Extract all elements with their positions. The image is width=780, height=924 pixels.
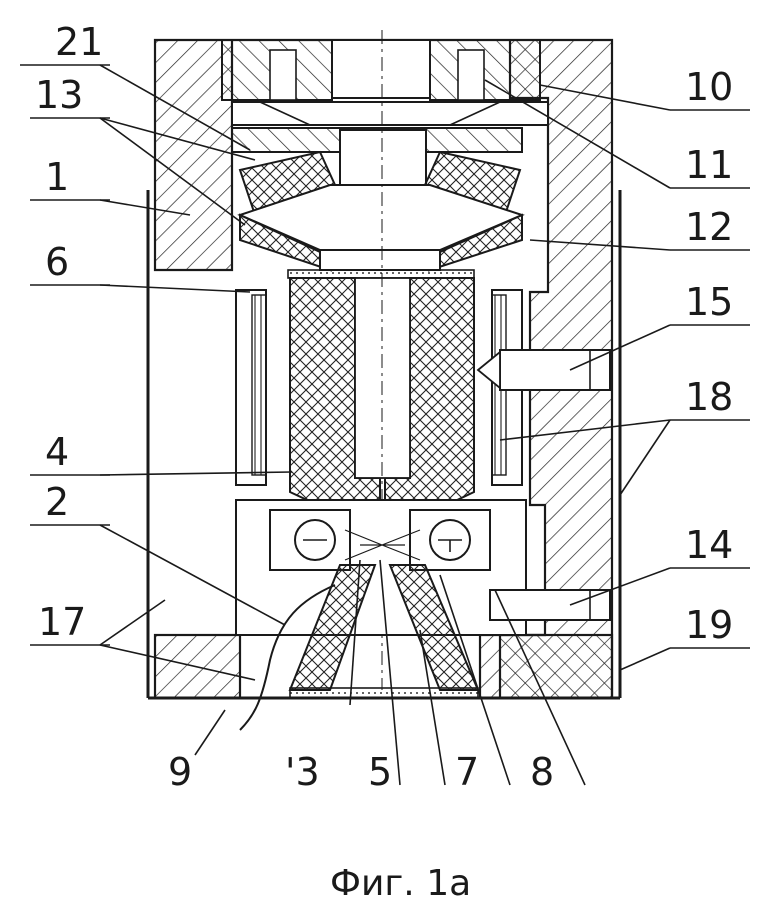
label-13: 13 [35,73,83,117]
label-12: 12 [685,205,733,249]
label-21: 21 [55,20,103,64]
label-15: 15 [685,280,733,324]
top-cap [222,40,548,125]
label-14: 14 [685,523,733,567]
bottom-window [290,688,478,698]
figure-caption: Фиг. 1а [330,863,471,904]
label-9: 9 [168,750,192,794]
label-8: 8 [530,750,554,794]
lower-port-14 [490,590,610,620]
label-17: 17 [38,600,86,644]
label-11: 11 [685,143,733,187]
label-6: 6 [45,240,69,284]
label-19: 19 [685,603,733,647]
label-18: 18 [685,375,733,419]
label-1: 1 [45,155,69,199]
label-5: 5 [368,750,392,794]
label-2: 2 [45,480,69,524]
side-port-15 [478,350,610,390]
label-3: '3 [285,750,320,794]
label-4: 4 [45,430,69,474]
label-7: 7 [455,750,479,794]
label-10: 10 [685,65,733,109]
